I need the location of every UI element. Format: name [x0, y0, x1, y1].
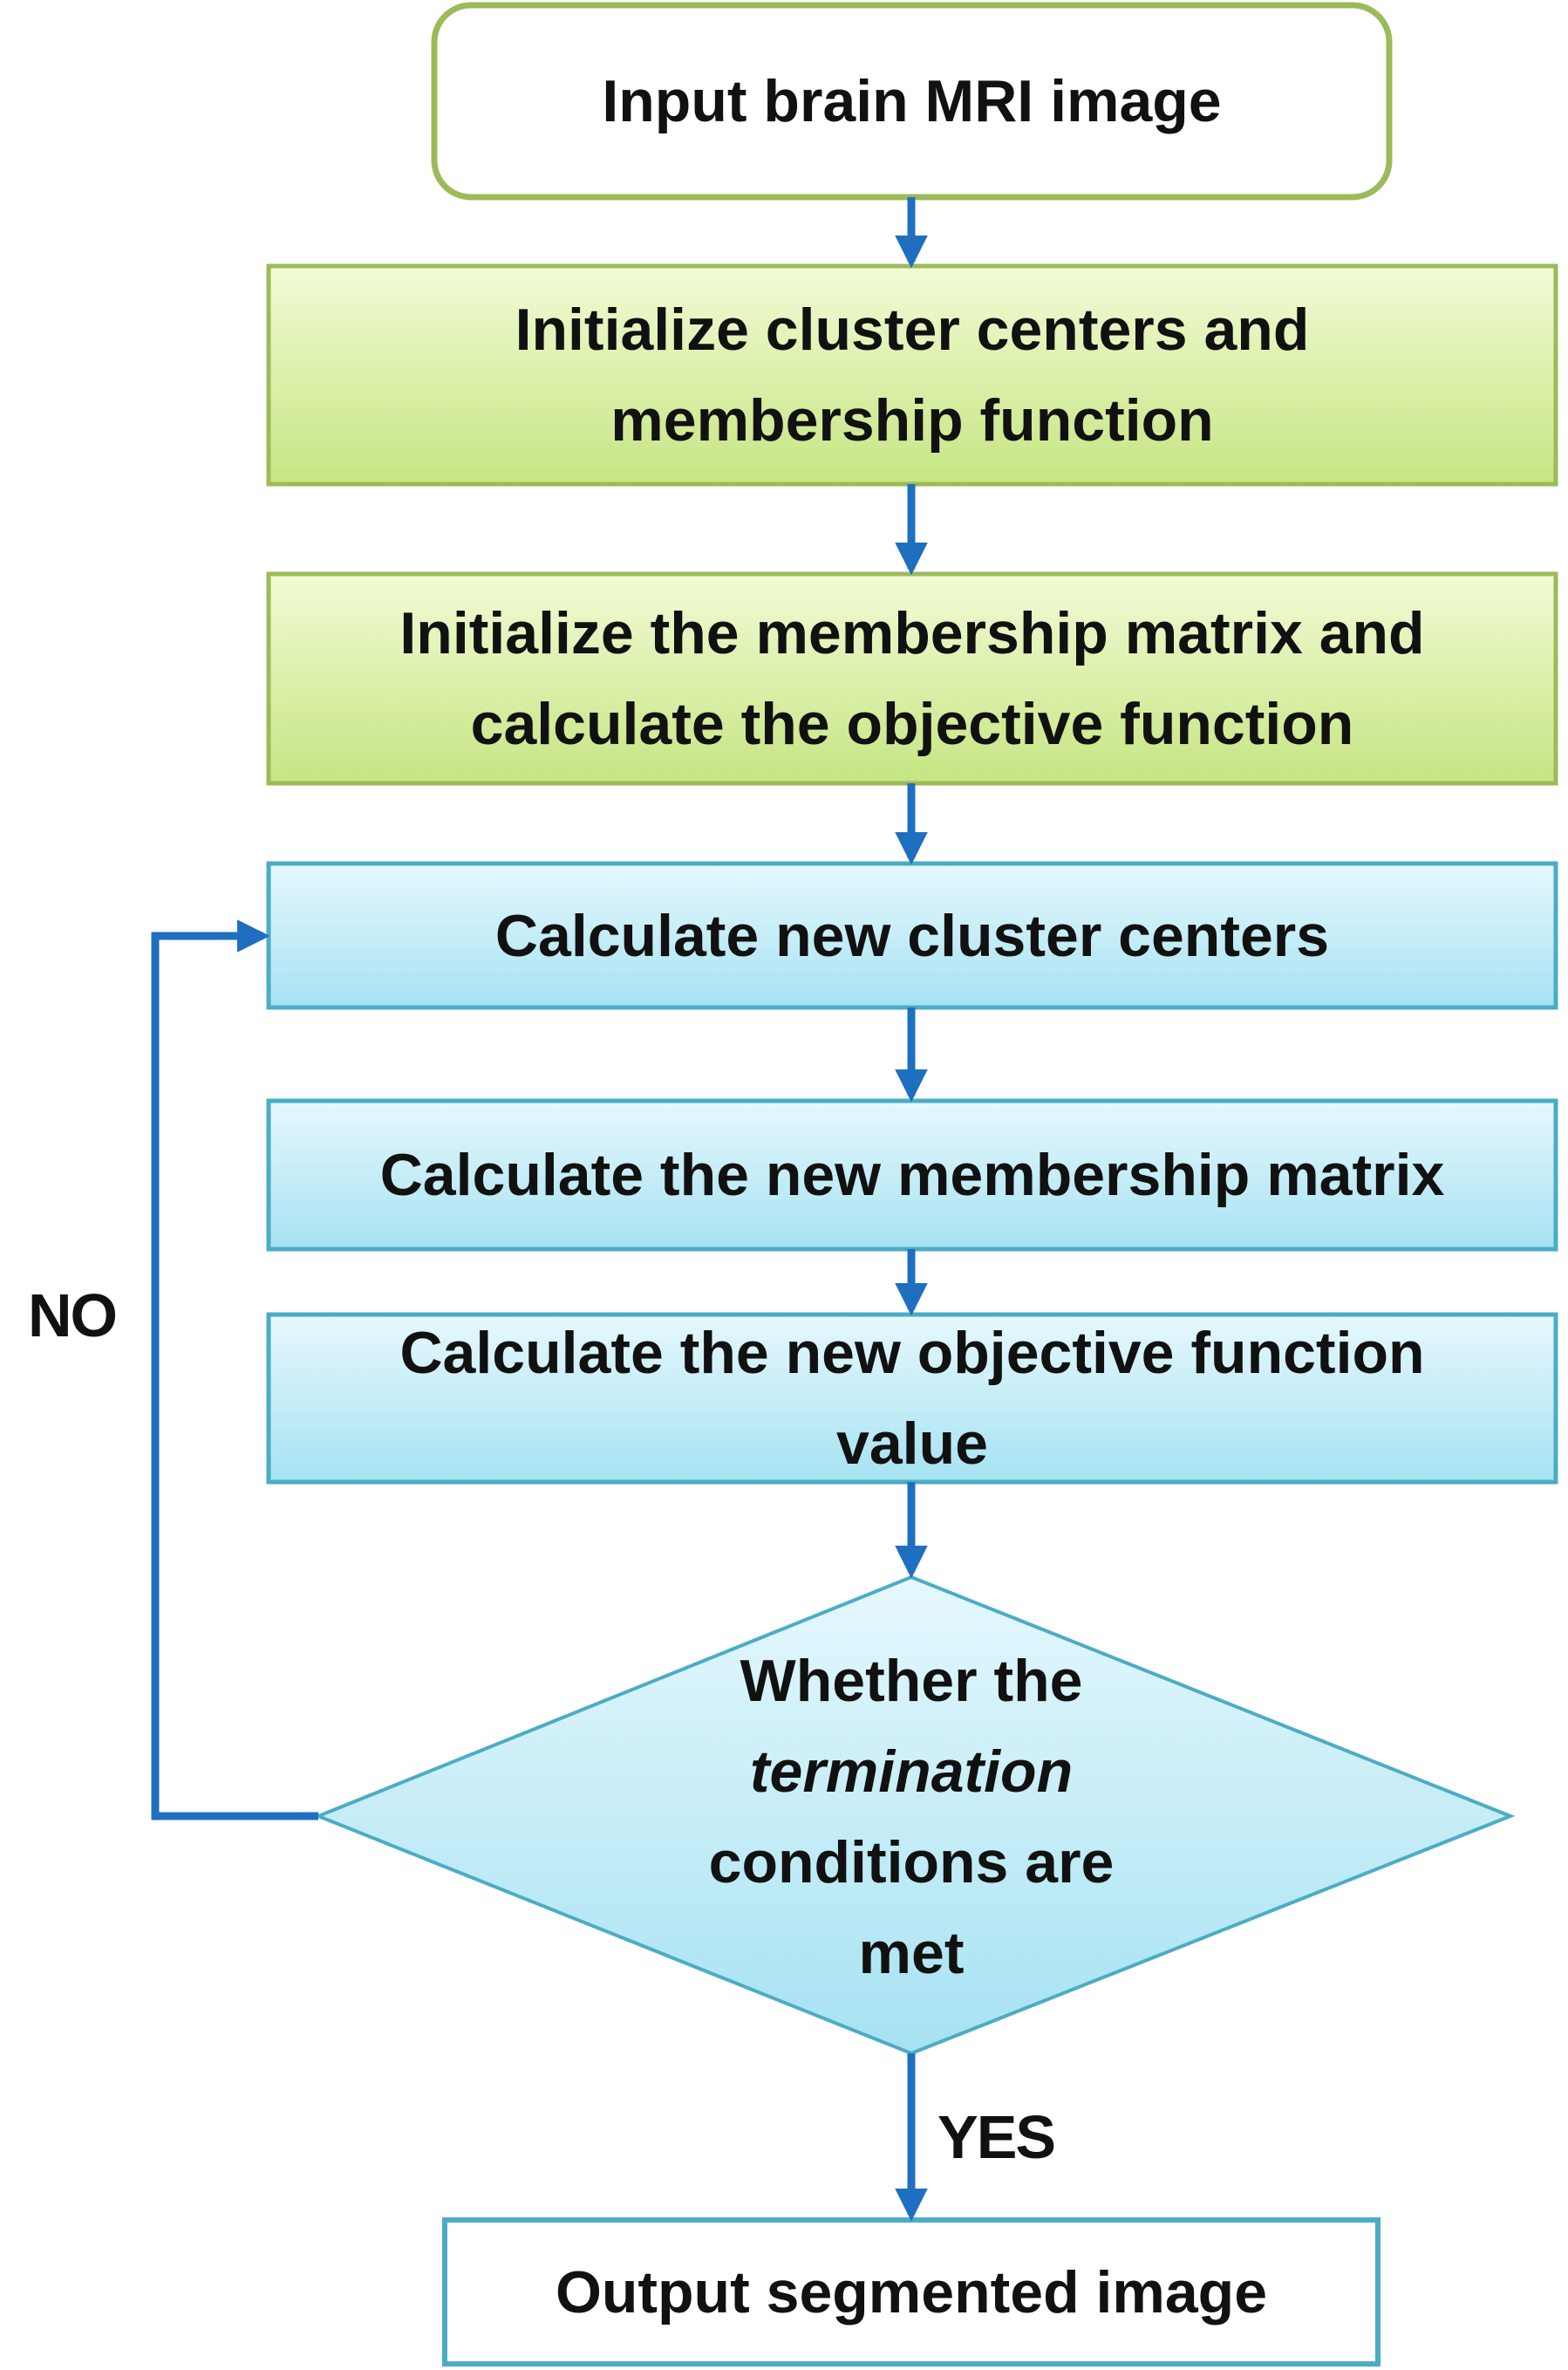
- output-node-label: Output segmented image: [445, 2220, 1378, 2364]
- calc-objective-line-1: Calculate the new objective function: [399, 1320, 1425, 1386]
- decision-line-4: met: [858, 1920, 965, 1986]
- calc-centers-label: Calculate new cluster centers: [269, 864, 1556, 1007]
- calc-centers-line: Calculate new cluster centers: [494, 902, 1330, 969]
- init-centers-line-1: Initialize cluster centers and: [515, 297, 1310, 363]
- input-node-label: Input brain MRI image: [434, 5, 1389, 197]
- input-node-line: Input brain MRI image: [602, 68, 1222, 134]
- calc-matrix-line: Calculate the new membership matrix: [379, 1142, 1445, 1208]
- init-centers-line-2: membership function: [610, 387, 1214, 454]
- calc-objective-label: Calculate the new objective function val…: [269, 1315, 1556, 1482]
- calc-matrix-label: Calculate the new membership matrix: [269, 1101, 1556, 1249]
- init-centers-node: [266, 263, 1558, 487]
- init-matrix-line-2: calculate the objective function: [470, 691, 1354, 757]
- init-matrix-line-1: Initialize the membership matrix and: [399, 600, 1425, 666]
- decision-line-1: Whether the: [740, 1648, 1083, 1714]
- arrow-no-loop: [151, 919, 318, 1820]
- output-node-line: Output segmented image: [555, 2258, 1268, 2326]
- yes-label: YES: [937, 2103, 1056, 2171]
- calc-centers-node: [266, 861, 1558, 1010]
- init-centers-label: Initialize cluster centers and membershi…: [269, 266, 1556, 484]
- init-matrix-label: Initialize the membership matrix and cal…: [269, 574, 1556, 783]
- decision-line-3: conditions are: [708, 1829, 1115, 1895]
- decision-line-2: termination: [749, 1738, 1074, 1805]
- calc-objective-line-2: value: [836, 1410, 988, 1477]
- decision-label: Whether the termination conditions are m…: [562, 1586, 1260, 2048]
- no-label: NO: [28, 1281, 118, 1349]
